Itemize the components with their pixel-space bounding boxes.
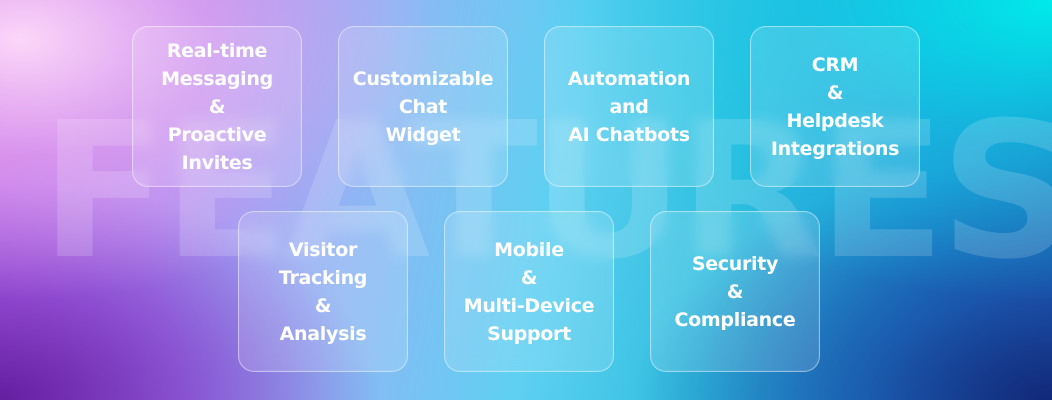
feature-card-label: Mobile & Multi-Device Support (463, 238, 595, 345)
feature-card-mobile-support: Mobile & Multi-Device Support (444, 211, 614, 372)
feature-card-label: Real-time Messaging & Proactive Invites (161, 39, 273, 174)
feature-card-security-compliance: Security & Compliance (650, 211, 820, 372)
feature-card-realtime-messaging: Real-time Messaging & Proactive Invites (132, 26, 302, 187)
feature-card-crm-helpdesk: CRM & Helpdesk Integrations (750, 26, 920, 187)
feature-card-label: Automation and AI Chatbots (567, 67, 691, 146)
feature-card-label: Security & Compliance (674, 252, 796, 331)
feature-card-visitor-tracking: Visitor Tracking & Analysis (238, 211, 408, 372)
feature-card-label: Customizable Chat Widget (352, 67, 494, 146)
feature-card-automation-chatbots: Automation and AI Chatbots (544, 26, 714, 187)
feature-card-label: Visitor Tracking & Analysis (278, 238, 368, 345)
feature-card-customizable-widget: Customizable Chat Widget (338, 26, 508, 187)
feature-card-label: CRM & Helpdesk Integrations (770, 53, 900, 160)
